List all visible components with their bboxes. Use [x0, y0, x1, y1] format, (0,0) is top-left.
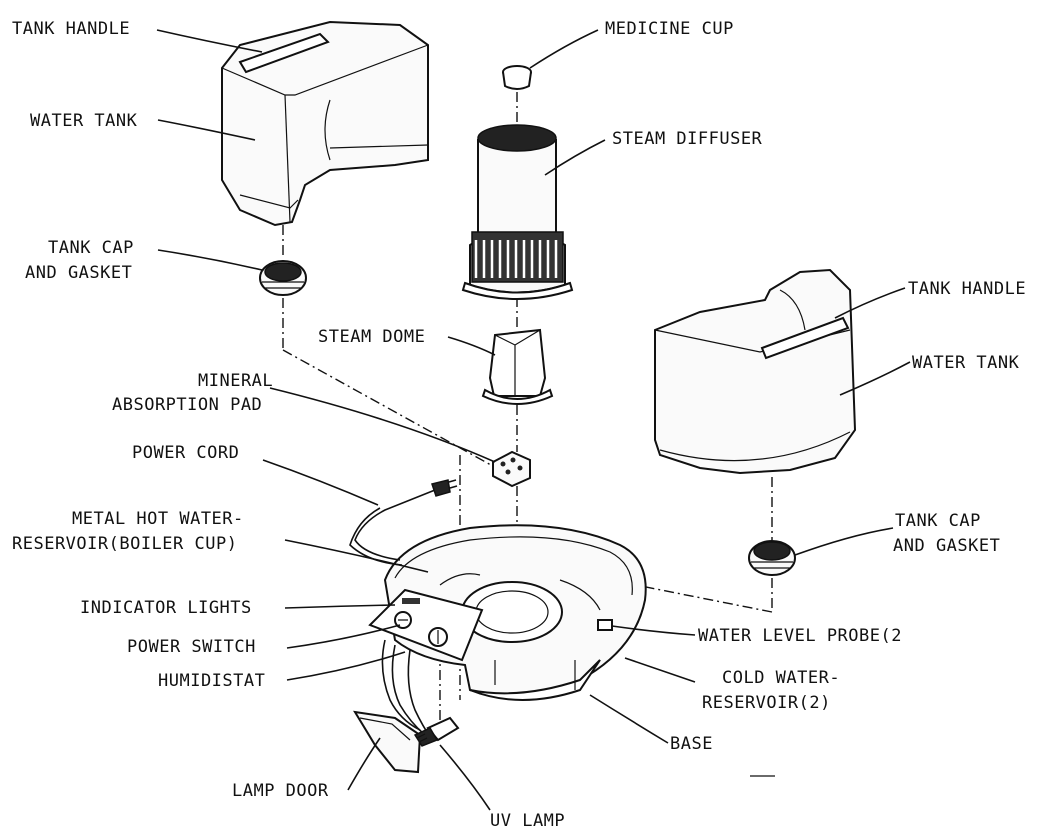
- label-cold-water-1: COLD WATER-: [722, 668, 840, 688]
- medicine-cup: [502, 65, 532, 90]
- mineral-absorption-pad: [492, 450, 531, 488]
- water-tank-right: [654, 268, 857, 475]
- label-tank-cap-right-1: TANK CAP: [895, 511, 981, 531]
- label-mineral-2: ABSORPTION PAD: [112, 395, 262, 415]
- label-medicine-cup: MEDICINE CUP: [605, 19, 734, 39]
- label-tank-cap-left-1: TANK CAP: [48, 238, 134, 258]
- label-metal-hot-water-1: METAL HOT WATER-: [72, 509, 244, 529]
- label-tank-handle-right: TANK HANDLE: [908, 279, 1026, 299]
- labels: TANK HANDLE WATER TANK TANK CAP AND GASK…: [12, 19, 1026, 831]
- label-metal-hot-water-2: RESERVOIR(BOILER CUP): [12, 534, 237, 554]
- uv-lamp: [413, 716, 460, 747]
- label-water-level-probe: WATER LEVEL PROBE(2: [698, 626, 902, 646]
- steam-dome: [481, 328, 554, 405]
- label-steam-diffuser: STEAM DIFFUSER: [612, 129, 763, 149]
- tank-cap-right: [748, 540, 796, 576]
- label-tank-cap-left-2: AND GASKET: [25, 263, 132, 283]
- label-uv-lamp: UV LAMP: [490, 811, 565, 831]
- power-cord: [349, 479, 458, 566]
- label-cold-water-2: RESERVOIR(2): [702, 693, 831, 713]
- label-humidistat: HUMIDISTAT: [158, 671, 265, 691]
- label-base: BASE: [670, 734, 713, 754]
- label-steam-dome: STEAM DOME: [318, 327, 425, 347]
- label-water-tank-left: WATER TANK: [30, 111, 138, 131]
- label-mineral-1: MINERAL: [198, 371, 273, 391]
- label-tank-handle-left: TANK HANDLE: [12, 19, 130, 39]
- control-panel: [368, 588, 484, 662]
- water-tank-left: [221, 20, 429, 227]
- label-indicator-lights: INDICATOR LIGHTS: [80, 598, 252, 618]
- label-power-switch: POWER SWITCH: [127, 637, 256, 657]
- label-lamp-door: LAMP DOOR: [232, 781, 329, 801]
- label-power-cord: POWER CORD: [132, 443, 239, 463]
- steam-diffuser: [461, 124, 574, 300]
- leader-lines: [156, 29, 911, 811]
- label-tank-cap-right-2: AND GASKET: [893, 536, 1000, 556]
- label-water-tank-right: WATER TANK: [912, 353, 1020, 373]
- tank-cap-left: [259, 260, 307, 296]
